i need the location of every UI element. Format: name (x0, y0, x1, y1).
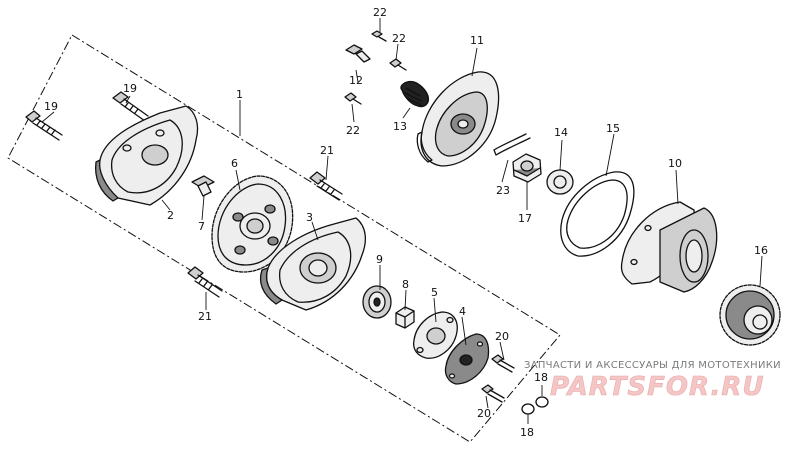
label-part-13: 13 (393, 120, 407, 133)
watermark-tagline: ЗАПЧАСТИ И АКСЕССУАРЫ ДЛЯ МОТОТЕХНИКИ (524, 360, 781, 371)
spring-13 (400, 80, 430, 108)
label-part-20-upper: 20 (495, 330, 509, 343)
pin-12 (345, 44, 371, 63)
housing-3 (259, 217, 367, 311)
label-part-19-left: 19 (44, 100, 58, 113)
screw-20-upper (491, 354, 515, 373)
leader-lines (41, 18, 763, 424)
bolt-22-mid (389, 58, 407, 71)
label-part-22-top: 22 (373, 6, 387, 19)
label-part-3: 3 (306, 211, 313, 224)
label-part-20-lower: 20 (477, 407, 491, 420)
oring-18-b (535, 396, 549, 408)
bolt-22-top (371, 30, 387, 42)
cover-2 (94, 105, 199, 206)
plate-5 (412, 311, 458, 359)
gear-6 (211, 175, 294, 273)
nut-17 (512, 153, 542, 183)
plate-4 (444, 333, 490, 385)
label-part-11: 11 (470, 34, 484, 47)
label-part-18-lower: 18 (520, 426, 534, 439)
part-labels: 1 2 3 4 5 6 7 8 9 10 11 12 13 14 15 16 1… (44, 6, 768, 439)
label-part-2: 2 (167, 209, 174, 222)
watermark: ЗАПЧАСТИ И АКСЕССУАРЫ ДЛЯ МОТОТЕХНИКИ PA… (524, 360, 781, 402)
label-part-21-upper: 21 (320, 144, 334, 157)
label-part-19-upper: 19 (123, 82, 137, 95)
label-part-17: 17 (518, 212, 532, 225)
gasket-15 (560, 171, 635, 257)
screw-20-lower (481, 384, 505, 403)
label-part-8: 8 (402, 278, 409, 291)
label-part-4: 4 (459, 305, 466, 318)
sprocket-16 (719, 284, 781, 346)
label-part-21-lower: 21 (198, 310, 212, 323)
label-part-15: 15 (606, 122, 620, 135)
label-part-10: 10 (668, 157, 682, 170)
label-part-5: 5 (431, 286, 438, 299)
washer-14 (546, 169, 574, 195)
label-part-22-bottom: 22 (346, 124, 360, 137)
assembly-boundary (7, 34, 561, 443)
label-part-9: 9 (376, 253, 383, 266)
clip-23 (493, 133, 531, 156)
label-part-6: 6 (231, 157, 238, 170)
watermark-brand: PARTSFOR.RU (550, 372, 764, 402)
label-part-18-upper: 18 (534, 371, 548, 384)
oring-18-a (521, 403, 535, 415)
housing-10 (620, 201, 718, 293)
drum-11 (416, 71, 500, 167)
pin-7 (191, 175, 215, 197)
label-part-23: 23 (496, 184, 510, 197)
bolt-21-upper (309, 171, 343, 201)
bearing-9 (362, 285, 392, 319)
bolt-19-left (25, 110, 63, 141)
label-part-22-mid: 22 (392, 32, 406, 45)
bolt-22-bottom (344, 92, 362, 105)
label-part-1: 1 (236, 88, 243, 101)
nut-8 (395, 306, 415, 329)
label-part-12: 12 (349, 74, 363, 87)
label-part-14: 14 (554, 126, 568, 139)
label-part-16: 16 (754, 244, 768, 257)
bolt-19-upper (112, 91, 149, 122)
bolt-21-lower (187, 266, 223, 298)
label-part-7: 7 (198, 220, 205, 233)
